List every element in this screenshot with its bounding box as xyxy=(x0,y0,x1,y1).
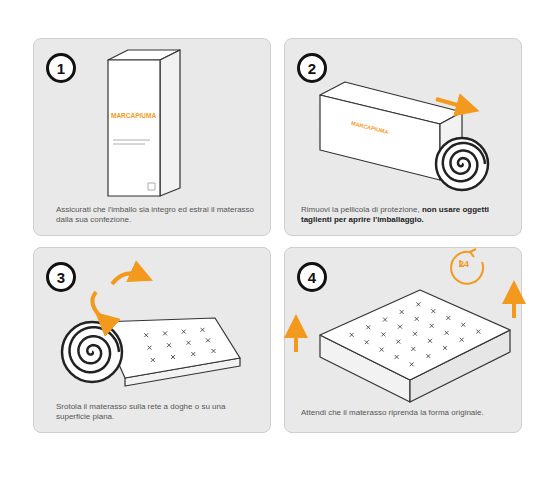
quilt-mark xyxy=(410,362,414,366)
quilt-mark xyxy=(187,341,191,345)
quilt-mark xyxy=(144,333,148,337)
quilt-mark xyxy=(148,346,152,350)
quilt-mark xyxy=(445,331,449,335)
box-drawing xyxy=(108,50,180,196)
quilt-mark xyxy=(411,347,415,351)
direction-arrow xyxy=(436,99,468,108)
quilt-mark xyxy=(395,355,399,359)
quilt-mark xyxy=(460,338,464,342)
caption-text: Rimuovi la pellicola di protezione, xyxy=(301,205,420,214)
quilt-mark xyxy=(206,338,210,342)
quilt-mark xyxy=(163,331,167,335)
quilt-mark xyxy=(426,354,430,358)
step-number-text: 1 xyxy=(57,61,65,76)
roll-spiral xyxy=(443,143,485,181)
quilt-mark xyxy=(383,318,387,322)
quilt-mark xyxy=(476,330,480,334)
quilt-mark xyxy=(201,328,205,332)
quilt-mark xyxy=(366,325,370,329)
quilt-mark xyxy=(381,332,385,336)
rolled-mattress xyxy=(62,322,122,382)
step-panel: Rimuovi la pellicola di protezione, non … xyxy=(284,38,522,236)
step-caption: Rimuovi la pellicola di protezione, non … xyxy=(301,205,511,225)
quilt-mark xyxy=(431,309,435,313)
quilt-mark xyxy=(416,302,420,306)
step-panel: Assicurati che l'imballo sia integro ed … xyxy=(33,38,271,236)
quilt-mark xyxy=(461,323,465,327)
unroll-arrow xyxy=(112,273,142,284)
quilt-mark xyxy=(167,343,171,347)
quilt-mark xyxy=(151,358,155,362)
rolled-mattress xyxy=(436,138,488,190)
caption-text: Srotola il materasso sulla rete a doghe … xyxy=(56,402,225,421)
roll-outline xyxy=(62,322,122,382)
quilt-mark xyxy=(182,330,186,334)
mattress-drawing xyxy=(320,290,510,402)
clock-icon xyxy=(451,252,483,284)
quilt-mark xyxy=(446,316,450,320)
caption-text: Assicurati che l'imballo sia integro ed … xyxy=(56,205,254,224)
step-number-text: 3 xyxy=(57,270,65,285)
quilt-mark xyxy=(380,348,384,352)
step-number: 2 xyxy=(297,53,327,83)
step-caption: Assicurati che l'imballo sia integro ed … xyxy=(56,205,256,225)
quilt-mark xyxy=(400,310,404,314)
unrolling-mattress xyxy=(100,318,240,386)
quilting-marks xyxy=(350,302,481,366)
quilt-mark xyxy=(171,355,175,359)
quilt-mark xyxy=(428,339,432,343)
quilt-mark xyxy=(212,349,216,353)
roll-outline xyxy=(436,138,488,190)
quilt-mark xyxy=(398,325,402,329)
step-number: 1 xyxy=(46,53,76,83)
quilting-marks xyxy=(144,328,215,362)
clock-icon xyxy=(470,249,476,257)
rise-arrow xyxy=(512,292,516,318)
caption-text: Attendi che il materasso riprenda la for… xyxy=(301,408,484,417)
roll-spiral xyxy=(70,327,120,372)
rise-arrow xyxy=(294,326,298,352)
box-opening-drawing xyxy=(320,82,462,180)
step-panel: Srotola il materasso sulla rete a doghe … xyxy=(33,247,271,433)
quilt-mark xyxy=(413,332,417,336)
quilt-mark xyxy=(350,333,354,337)
quilt-mark xyxy=(365,340,369,344)
step-caption: Srotola il materasso sulla rete a doghe … xyxy=(56,402,256,422)
quilt-mark xyxy=(430,324,434,328)
step-number-text: 2 xyxy=(308,61,316,76)
step-number: 4 xyxy=(297,262,327,292)
quilt-mark xyxy=(191,352,195,356)
unroll-arrow xyxy=(92,292,104,320)
step-number: 3 xyxy=(46,262,76,292)
brand-logo: MARCAPIUMA xyxy=(111,112,156,119)
hours-number: 24 xyxy=(459,259,469,269)
quilt-mark xyxy=(396,340,400,344)
step-number-text: 4 xyxy=(308,270,316,285)
step-panel: Attendi che il materasso riprenda la for… xyxy=(284,247,522,433)
quilt-mark xyxy=(443,346,447,350)
quilt-mark xyxy=(415,317,419,321)
step-caption: Attendi che il materasso riprenda la for… xyxy=(301,408,511,418)
